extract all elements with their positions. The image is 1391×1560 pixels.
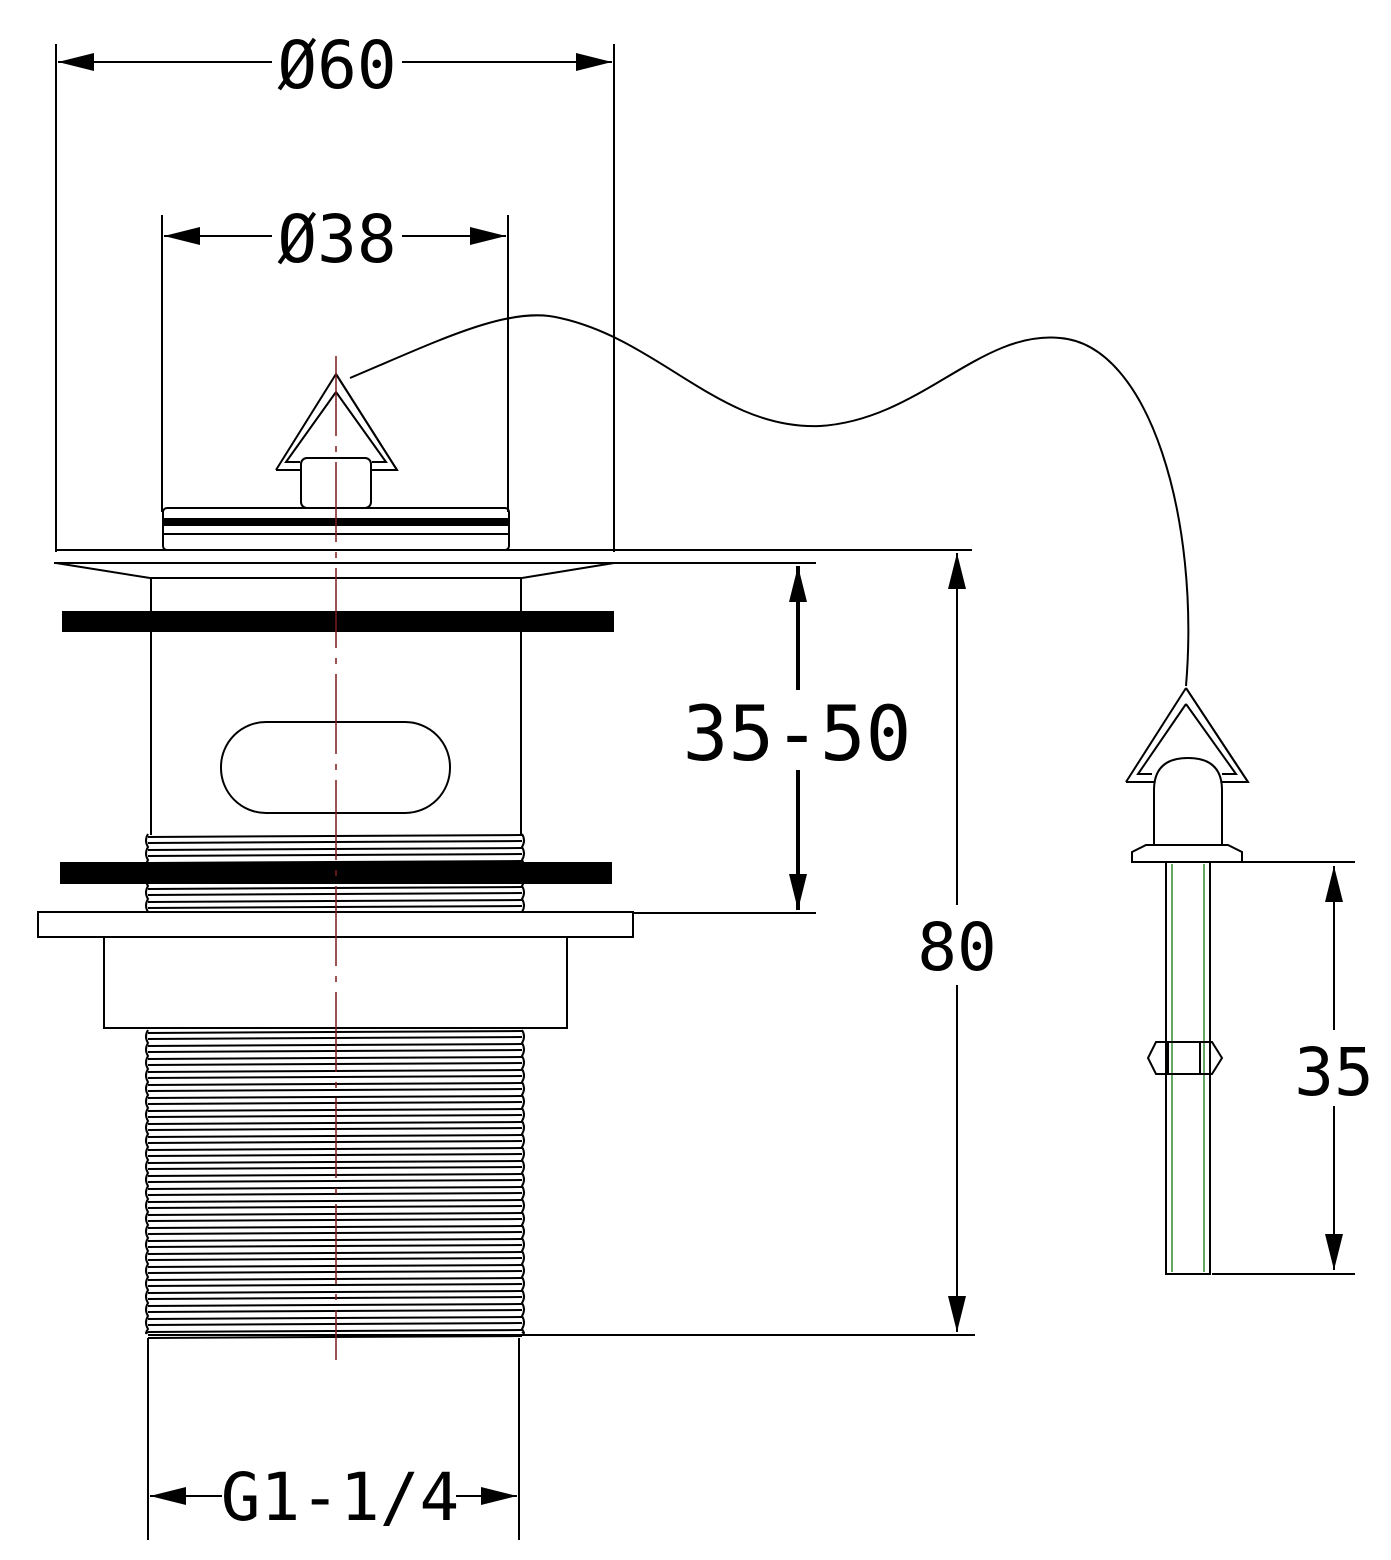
stud-shaft (1165, 861, 1211, 1275)
outer-diameter-label: Ø60 (277, 27, 396, 104)
waste-body (37, 549, 975, 1339)
gasket-upper (62, 611, 614, 632)
total-height-dimension: 80 (917, 553, 997, 1332)
stud-length-dimension: 35 (1294, 866, 1374, 1270)
main-thread (145, 1029, 525, 1339)
stud-washer (1131, 844, 1243, 863)
clamp-range-dimension: 35-50 (683, 566, 912, 910)
push-stud (1125, 687, 1355, 1275)
stud-nut (1146, 1041, 1224, 1075)
outer-diameter-dimension: Ø60 (55, 27, 615, 552)
plug-loop-inner (284, 391, 388, 463)
thread-label: G1-1/4 (221, 1459, 459, 1536)
inner-diameter-dimension: Ø38 (161, 201, 509, 512)
plug-chain (349, 314, 1190, 687)
stud-length-label: 35 (1294, 1034, 1373, 1111)
inner-diameter-label: Ø38 (277, 201, 396, 278)
thread-dimension: G1-1/4 (147, 1338, 520, 1540)
total-height-label: 80 (917, 909, 996, 986)
clamp-range-label: 35-50 (683, 689, 912, 778)
